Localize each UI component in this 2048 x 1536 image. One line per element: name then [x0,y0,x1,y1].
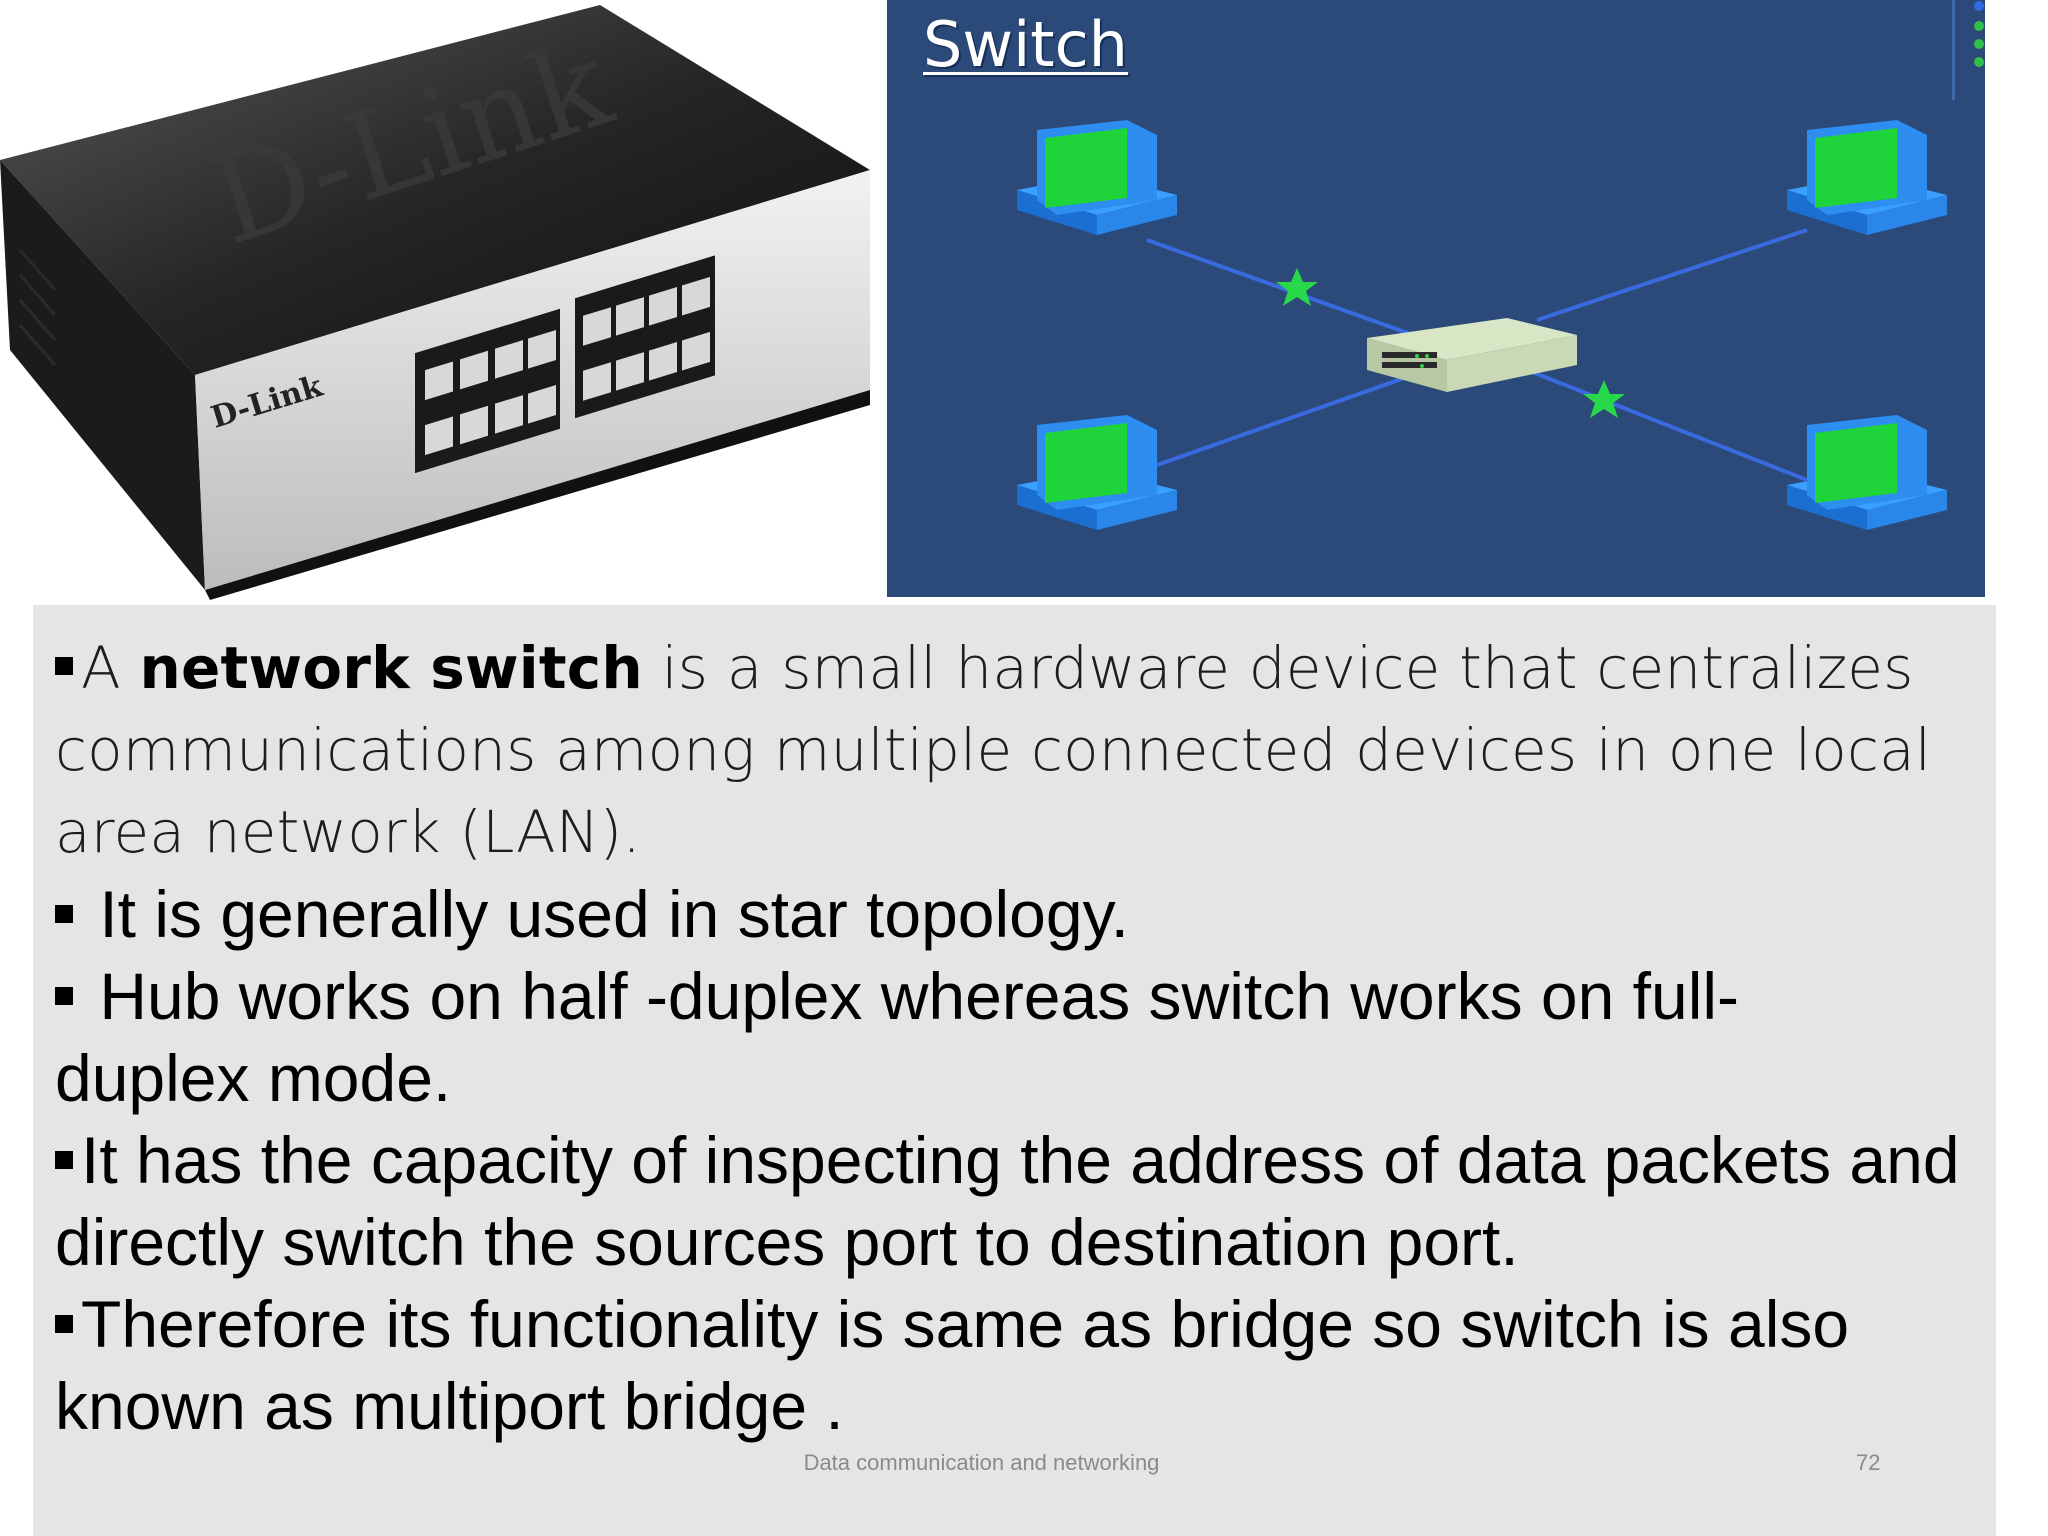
packet-star-icon [1276,268,1318,306]
p1-prefix: A [81,634,140,702]
packet-star-icon [1583,380,1625,418]
star-topology-diagram [1017,0,1984,530]
switch-photo: D-Link D-Link [0,0,880,600]
paragraph-duplex: Hub works on half -duplex whereas switch… [55,955,1855,1119]
paragraph-network-switch: A network switch is a small hardware dev… [55,627,1985,873]
p4-text: It has the capacity of inspecting the ad… [55,1123,1960,1279]
computer-icon [1017,120,1177,235]
switch-diagram: Switch [887,0,1985,597]
footer-text: Data communication and networking [803,1450,1160,1475]
diagram-title: Switch [923,8,1128,81]
computer-icon [1787,415,1947,530]
p5-text: Therefore its functionality is same as b… [55,1287,1850,1443]
bullet-icon [55,657,73,675]
switch-icon [1367,318,1577,392]
p1-rest: is a small hardware device that centrali… [55,634,1932,866]
computer-icon [1017,415,1177,530]
paragraph-multiport-bridge: Therefore its functionality is same as b… [55,1283,1985,1447]
paragraph-inspecting: It has the capacity of inspecting the ad… [55,1119,1985,1283]
bullet-icon [55,1150,73,1169]
content-panel: A network switch is a small hardware dev… [33,605,1996,1536]
bullet-icon [55,1314,73,1333]
switch-device-image: D-Link D-Link [0,5,870,600]
bullet-icon [55,904,73,923]
page-number: 72 [1856,1450,1881,1475]
p3-text: Hub works on half -duplex whereas switch… [55,959,1740,1115]
ethernet-ports [415,255,715,474]
bullet-icon [55,986,73,1005]
paragraph-star-topology: It is generally used in star topology. [55,873,1985,955]
side-vents [18,249,57,366]
computer-icon [1787,120,1947,235]
p1-bold-term: network switch [139,634,643,702]
status-dots [1952,0,1984,100]
p2-text: It is generally used in star topology. [99,877,1130,951]
